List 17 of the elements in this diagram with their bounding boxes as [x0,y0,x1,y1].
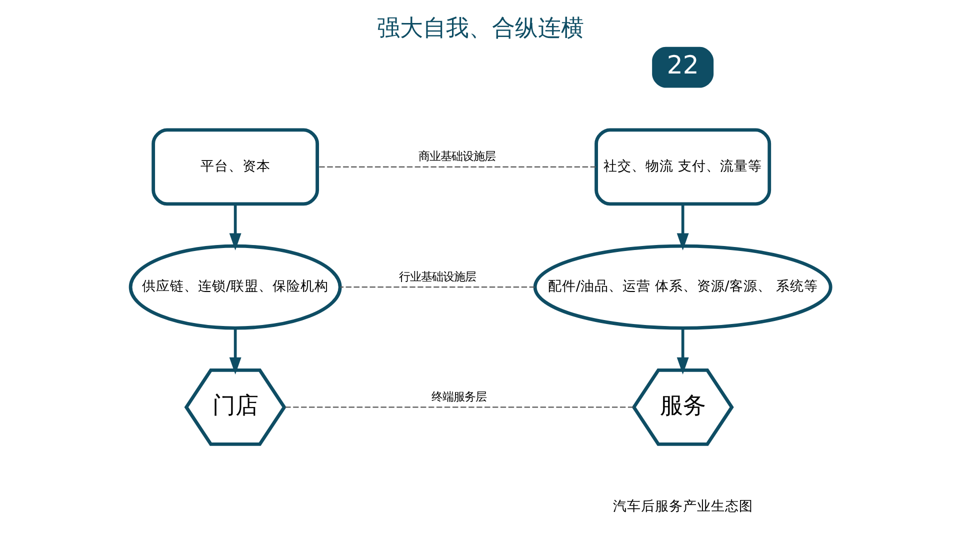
connector [284,406,634,408]
caption: 汽车后服务产业生态图 [612,498,752,514]
node-box: 平台、资本 [151,128,318,206]
diagram-title: 强大自我、合纵连横 [376,15,584,42]
connector [340,286,534,288]
node-box: 社交、物流 支付、流量等 [594,128,771,206]
arrow [676,328,688,374]
arrow [228,328,241,374]
edge-label: 行业基础设施层 [398,269,476,284]
arrow [676,204,688,250]
edge-label: 终端服务层 [431,389,486,404]
label: 22 [666,50,698,80]
connector [316,166,596,168]
edge-label: 商业基础设施层 [418,149,495,164]
node-ellipse: 配件/油品、运营 体系、资源/客源、 系统等 [532,244,832,330]
node-ellipse: 供应链、连锁/联盟、保险机构 [128,244,342,330]
arrow [228,204,241,250]
